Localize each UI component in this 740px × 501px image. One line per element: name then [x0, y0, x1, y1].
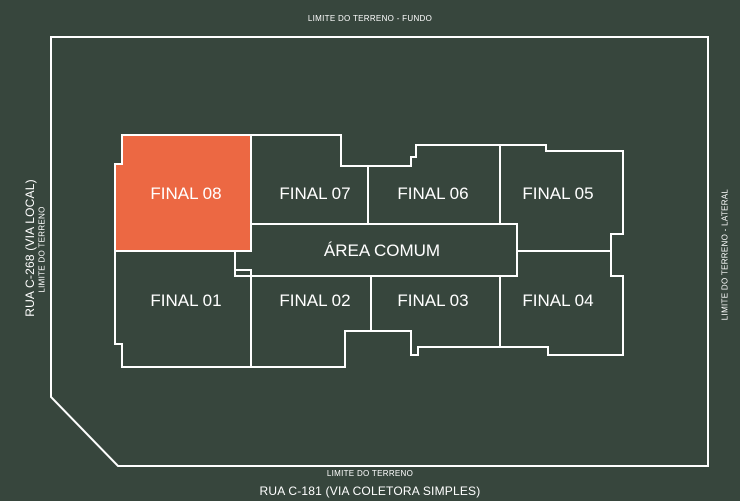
unit-final-01-label: FINAL 01: [150, 291, 222, 310]
unit-final-07[interactable]: [250, 134, 369, 225]
boundary-label-right: LIMITE DO TERRENO - LATERAL: [720, 188, 730, 321]
unit-final-05-label: FINAL 05: [522, 184, 594, 203]
unit-final-03-label: FINAL 03: [397, 291, 469, 310]
boundary-label-top: LIMITE DO TERRENO - FUNDO: [307, 14, 433, 23]
unit-final-08-label: FINAL 08: [150, 184, 222, 203]
boundary-label-bottom: LIMITE DO TERRENO: [326, 469, 414, 478]
unit-final-07-label: FINAL 07: [279, 184, 351, 203]
unit-final-04-label: FINAL 04: [522, 291, 594, 310]
street-label-left: RUA C-268 (VIA LOCAL): [23, 179, 37, 317]
area-comum-label: ÁREA COMUM: [323, 241, 441, 260]
boundary-label-left: LIMITE DO TERRENO: [37, 206, 47, 293]
unit-final-02[interactable]: [250, 275, 372, 368]
unit-final-02-label: FINAL 02: [279, 291, 351, 310]
unit-final-06-label: FINAL 06: [397, 184, 469, 203]
area-comum[interactable]: [234, 223, 518, 277]
unit-final-03[interactable]: [370, 275, 501, 356]
unit-final-04[interactable]: [499, 250, 624, 356]
street-label-bottom: RUA C-181 (VIA COLETORA SIMPLES): [259, 484, 481, 498]
lot-boundary: [50, 36, 709, 467]
